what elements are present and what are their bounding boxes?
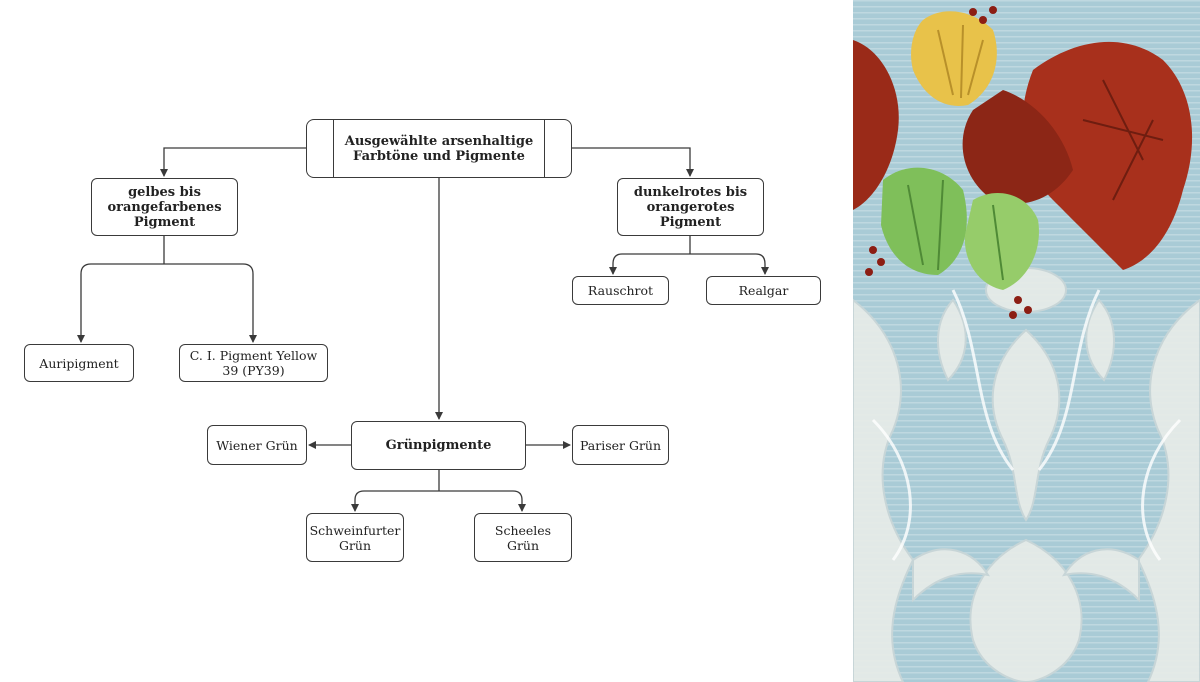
connector-lines [77,147,769,512]
pigment-diagram: Ausgewählte arsenhaltige Farbtöne und Pi… [24,119,821,562]
connector-green-bar [364,490,526,512]
rauschrot-node: Rauschrot [572,276,669,305]
connector-red-bar [622,253,769,275]
connector-root-yellow [160,147,306,177]
connector-red-rauschrot [609,253,623,275]
auripigment-node: Auripigment [24,344,134,382]
connector-yellow-auripigment [77,263,92,343]
realgar-node: Realgar [706,276,821,305]
green-pigments-node: Grünpigmente [351,421,526,470]
pariser-gruen-node: Pariser Grün [572,425,669,465]
connector-root-red [572,147,694,177]
connector-green-schweinfurter [351,490,365,512]
red-pigment-node: dunkelrotes bis orangerotes Pigment [617,178,764,236]
arsenic-wallpaper-image [853,0,1200,682]
wiener-gruen-node: Wiener Grün [207,425,307,465]
yellow-pigment-node: gelbes bis orangefarbenes Pigment [91,178,238,236]
connector-yellow-bar [91,263,257,343]
root-node: Ausgewählte arsenhaltige Farbtöne und Pi… [306,119,572,178]
scheeles-gruen-node: Scheeles Grün [474,513,572,562]
schweinfurter-gruen-node: Schweinfurter Grün [306,513,404,562]
pigment-yellow-39-node: C. I. Pigment Yellow 39 (PY39) [179,344,328,382]
